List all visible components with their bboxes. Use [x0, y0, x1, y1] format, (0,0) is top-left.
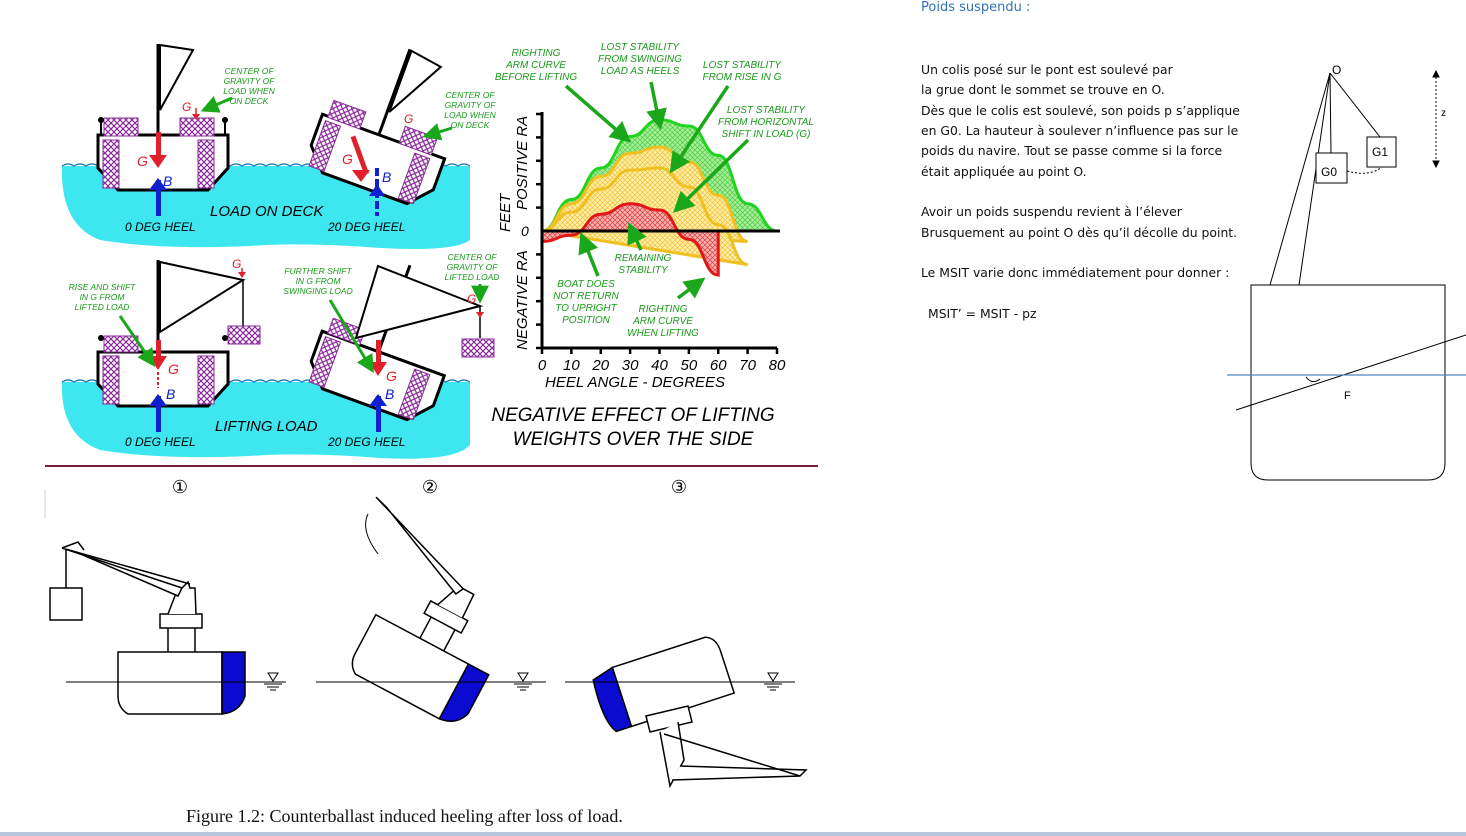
- x-tick-label: 80: [769, 357, 786, 374]
- x-axis-label: HEEL ANGLE - DEGREES: [545, 374, 725, 391]
- x-tick-label: 50: [681, 357, 698, 374]
- x-tick-label: 20: [591, 357, 609, 374]
- lifting-load-label: LIFTING LOAD: [215, 418, 318, 435]
- page-bottom-border: [0, 832, 1466, 836]
- ship-upright-deck: [96, 43, 230, 216]
- step-3-marker: ③: [671, 477, 687, 497]
- b-label-2: B: [382, 169, 391, 185]
- x-tick-label: 40: [651, 357, 668, 374]
- paragraph-line-3: Dès que le colis est soulevé, son poids …: [921, 103, 1240, 118]
- g-label-4: G: [386, 368, 397, 384]
- b-label-4: B: [385, 386, 394, 402]
- lifting-stability-figure: G B G G B G G B G G B G 0 DEG HEEL 20 DE…: [45, 42, 818, 467]
- step-2-marker: ②: [422, 477, 438, 497]
- z-label: z: [1441, 108, 1446, 119]
- y-label-positive: POSITIVE RA: [514, 116, 531, 210]
- hull-outline: [1250, 284, 1446, 481]
- barge-intact: [49, 541, 246, 715]
- g1-box: [1366, 136, 1397, 168]
- g-label-2: G: [342, 151, 353, 167]
- g-label-1: G: [137, 153, 148, 169]
- point-o: O: [1332, 63, 1341, 77]
- ship-upright-lifting: [96, 260, 261, 432]
- point-f: F: [1344, 390, 1351, 402]
- paragraph-line-2: la grue dont le sommet se trouve en O.: [921, 82, 1165, 97]
- g-label-3: G: [168, 361, 179, 377]
- g-label-lift-3: G: [232, 257, 241, 271]
- section-title: Poids suspendu :: [921, 0, 1031, 15]
- b-label-1: B: [163, 173, 172, 189]
- x-ticks: 0 10 20 30 40 50 60 70 80: [538, 346, 786, 374]
- x-tick-label: 70: [739, 357, 756, 374]
- paragraph3: Le MSIT varie donc immédiatement pour do…: [921, 265, 1230, 280]
- x-tick-label: 0: [538, 357, 547, 374]
- paragraph-line-6: était appliquée au point O.: [921, 164, 1087, 179]
- g-label-lift-4: G: [467, 292, 476, 306]
- y-label-feet: FEET: [497, 192, 514, 232]
- g0-label: G0: [1321, 165, 1337, 179]
- formula: MSIT’ = MSIT - pz: [928, 306, 1037, 321]
- paragraph2-line-2: Brusquement au point O dès qu’il décolle…: [921, 225, 1238, 240]
- heel-20-bottom: 20 DEG HEEL: [327, 435, 405, 449]
- figure-caption: Figure 1.2: Counterballast induced heeli…: [186, 806, 623, 826]
- paragraph-line-5: poids du navire. Tout se passe comme si …: [921, 143, 1223, 158]
- ship-heeled-deck: [308, 48, 447, 206]
- g0-box: [1315, 152, 1348, 184]
- g-label-deck-1: G: [182, 100, 191, 114]
- y-label-negative: NEGATIVE RA: [514, 250, 531, 350]
- g1-label: G1: [1372, 145, 1388, 159]
- x-tick-label: 60: [710, 357, 727, 374]
- heel-20-top: 20 DEG HEEL: [327, 220, 405, 234]
- heel-0-bottom: 0 DEG HEEL: [125, 435, 196, 449]
- counterballast-figure: ① ② ③: [44, 477, 808, 789]
- heel-0-top: 0 DEG HEEL: [125, 220, 196, 234]
- x-tick-label: 30: [622, 357, 639, 374]
- x-tick-label: 10: [563, 357, 580, 374]
- area-righting-when-lifting: [540, 202, 720, 277]
- paragraph-line-4: en G0. La hauteur à soulever n’influence…: [921, 123, 1239, 138]
- paragraph2-line-1: Avoir un poids suspendu revient à l’élev…: [921, 204, 1182, 219]
- paragraph-line-1: Un colis posé sur le pont est soulevé pa…: [921, 62, 1173, 77]
- g-label-deck-2: G: [404, 112, 413, 126]
- b-label-3: B: [166, 386, 175, 402]
- barge-heeling: [351, 496, 490, 722]
- load-on-deck-label: LOAD ON DECK: [210, 203, 324, 220]
- zero-label: 0: [521, 223, 529, 239]
- suspended-weight-diagram: O G0 G1 z F: [1227, 63, 1466, 481]
- step-1-marker: ①: [172, 477, 188, 497]
